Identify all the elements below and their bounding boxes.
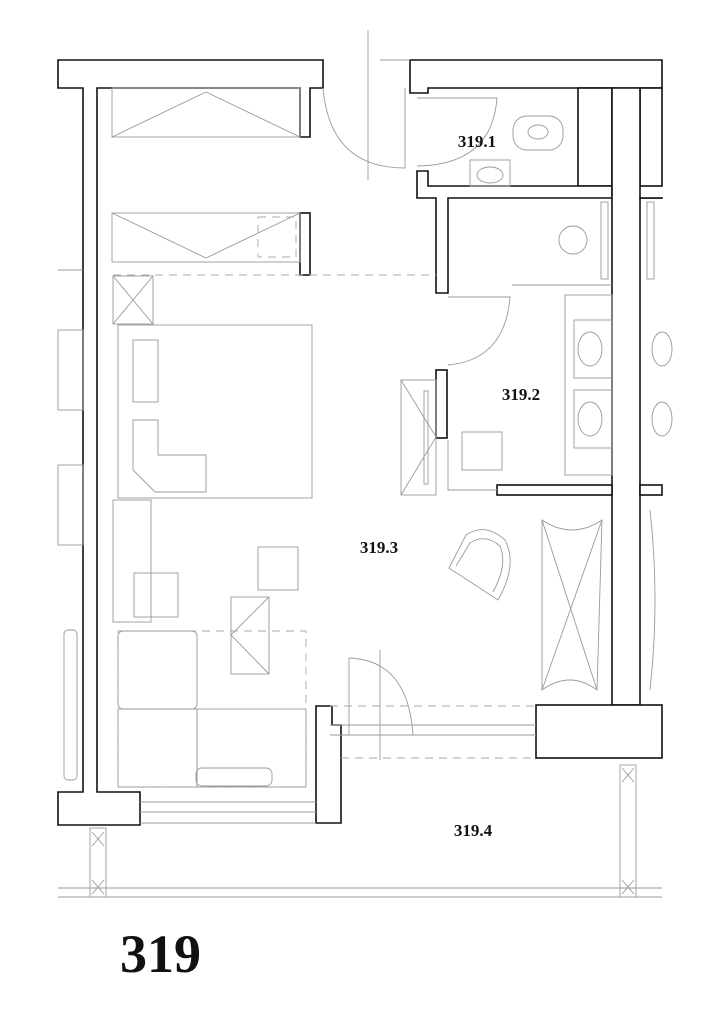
wall-shaft	[577, 87, 613, 187]
room-label-319-2: 319.2	[502, 385, 540, 404]
furniture	[57, 30, 673, 898]
entry-door-swing	[322, 87, 406, 169]
wall-bath-divider	[416, 170, 613, 294]
shower-drain	[558, 225, 588, 255]
armchair	[448, 529, 511, 601]
wall-bath-bottom-right	[639, 484, 663, 496]
wall-stub-closet	[299, 212, 311, 276]
bath-door-swing	[447, 296, 511, 366]
side-table	[230, 596, 270, 675]
sofa	[117, 630, 198, 710]
balcony-post-left	[89, 827, 107, 898]
wall-window-jamb	[315, 705, 342, 824]
balcony-door-swing	[348, 657, 414, 736]
balcony-post-right	[619, 764, 637, 898]
wall-top-right	[409, 59, 663, 94]
toilet	[512, 115, 564, 151]
bed	[117, 324, 313, 499]
room-label-319-4: 319.4	[454, 821, 493, 840]
wall-bath-bottom	[496, 484, 613, 496]
wall-unit-divider	[611, 87, 641, 706]
desk	[112, 499, 152, 623]
wardrobe	[541, 519, 603, 691]
unit-number: 319	[120, 924, 201, 984]
wall-top-left	[57, 59, 324, 826]
sink-1	[577, 331, 603, 367]
wall-door-jamb	[435, 369, 448, 439]
wall-corner-right	[535, 704, 663, 759]
closet-upper	[111, 87, 301, 138]
shoe-cabinet	[400, 379, 437, 496]
sink-small	[476, 166, 504, 184]
closet-lower	[111, 212, 301, 263]
sink-2	[577, 401, 603, 437]
walls	[57, 59, 663, 826]
laundry-basket	[461, 431, 503, 471]
stool	[257, 546, 299, 591]
room-label-319-1: 319.1	[458, 132, 496, 151]
wall-shaft-right	[639, 87, 663, 187]
room-label-319-3: 319.3	[360, 538, 398, 557]
